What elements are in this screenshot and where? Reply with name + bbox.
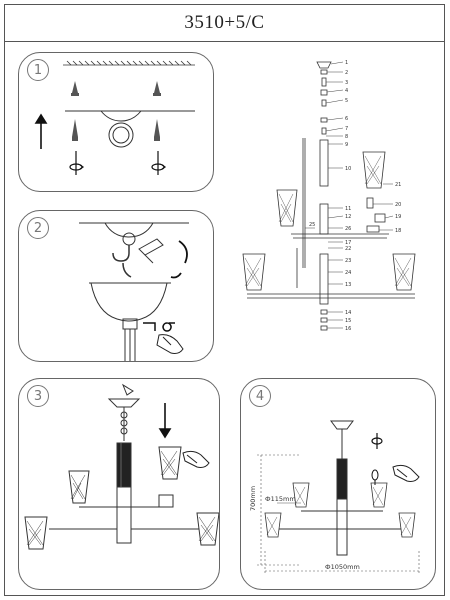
screw-right <box>154 119 160 141</box>
title-bar: 3510+5/C <box>4 4 445 42</box>
up-arrow-icon <box>34 113 48 149</box>
part-number: 17 <box>345 240 351 246</box>
gloved-hand-icon <box>392 464 420 482</box>
shade-lower-right <box>196 512 219 546</box>
shade-lower-left <box>242 253 266 291</box>
exploded-parts-diagram: 1 2 3 4 5 6 7 8 9 10 11 12 13 14 15 16 1… <box>225 48 445 360</box>
shade-upper-left <box>276 189 298 227</box>
step-4-number: 4 <box>249 385 271 407</box>
mounting-plate <box>65 110 195 148</box>
step-3-drawing <box>24 383 219 550</box>
part-number: 1 <box>345 60 348 66</box>
shade-upper-right <box>370 482 388 508</box>
screw-turn-icon-2 <box>151 151 167 175</box>
shade-top-right <box>362 151 386 189</box>
step-3-panel: 3 <box>18 378 220 590</box>
part-number: 21 <box>395 182 401 188</box>
down-arrow-icon <box>158 403 172 439</box>
gloved-hand-icon <box>121 383 134 396</box>
diameter-dimension-line <box>264 551 420 575</box>
part-number: 12 <box>345 214 351 220</box>
part-number: 4 <box>345 88 348 94</box>
lamp-holder-parts <box>366 197 386 233</box>
part-number: 11 <box>345 206 351 212</box>
leader-lines <box>305 61 394 329</box>
central-column <box>116 442 132 544</box>
diameter-dimension: Ф1050mm <box>325 563 360 571</box>
part-number: 13 <box>345 282 351 288</box>
ceiling-hatch <box>63 60 195 66</box>
central-column <box>336 458 348 556</box>
lamp-holder-center-right <box>158 494 174 508</box>
model-title: 3510+5/C <box>184 11 265 33</box>
part-number: 10 <box>345 166 351 172</box>
ceiling-anchor-left <box>71 81 79 96</box>
diagram-frame <box>4 4 445 596</box>
ceiling-canopy <box>79 222 189 246</box>
part-number: 18 <box>395 228 401 234</box>
ceiling-anchor-right <box>153 81 161 96</box>
hex-key-icon <box>143 322 175 332</box>
small-diameter-dimension: Ф115mm <box>265 495 296 503</box>
canopy-and-chain <box>107 398 141 441</box>
step-2-number: 2 <box>27 217 49 239</box>
shade-lower-right <box>398 512 416 538</box>
canopy <box>330 420 354 459</box>
bowl-canopy <box>89 282 171 361</box>
part-number: 22 <box>345 246 351 252</box>
shade-upper-left <box>292 482 310 508</box>
shade-upper-left <box>68 470 90 504</box>
wire-connector <box>138 238 164 264</box>
part-number-labels: 1 2 3 4 5 6 7 8 9 10 11 12 13 14 15 16 1… <box>309 60 401 332</box>
part-number: 3 <box>345 80 348 86</box>
exploded-parts-drawing: 1 2 3 4 5 6 7 8 9 10 11 12 13 14 15 16 1… <box>242 60 416 332</box>
gloved-hand-icon <box>156 334 184 354</box>
part-number: 5 <box>345 98 348 104</box>
shade-lower-left <box>264 512 282 538</box>
bulb-icon <box>371 469 379 485</box>
part-number: 23 <box>345 258 351 264</box>
part-number: 7 <box>345 126 348 132</box>
chandelier-arms <box>271 510 413 530</box>
step-3-number: 3 <box>27 385 49 407</box>
height-dimension: 700mm <box>249 486 257 511</box>
part-number: 14 <box>345 310 351 316</box>
step-4-drawing: 700mm Ф115mm Ф1050mm <box>249 420 420 575</box>
lower-arms <box>247 293 415 299</box>
rotate-arrow-icon <box>170 240 188 279</box>
side-rods <box>296 138 306 288</box>
upper-arms <box>291 233 389 239</box>
part-number: 24 <box>345 270 351 276</box>
step-1-number: 1 <box>27 59 49 81</box>
screw-turn-icon <box>371 433 383 449</box>
screw-turn-icon <box>69 151 85 175</box>
part-number: 2 <box>345 70 348 76</box>
hook <box>112 245 132 278</box>
part-number: 25 <box>309 222 315 228</box>
part-number: 9 <box>345 142 348 148</box>
shade-lower-right <box>392 253 416 291</box>
gloved-hand-icon-2 <box>182 450 210 468</box>
part-number: 20 <box>395 202 401 208</box>
step-1-drawing <box>34 60 195 175</box>
central-stack <box>316 61 332 331</box>
part-number: 8 <box>345 134 348 140</box>
chandelier-arms <box>49 506 203 530</box>
screw-left <box>72 119 78 141</box>
part-number: 26 <box>345 226 351 232</box>
step-4-panel: 4 <box>240 378 436 590</box>
shade-upper-right-installing <box>158 446 182 480</box>
shade-lower-left <box>24 516 48 550</box>
step-2-drawing <box>79 222 189 361</box>
part-number: 15 <box>345 318 351 324</box>
part-number: 16 <box>345 326 351 332</box>
step-1-panel: 1 <box>18 52 214 192</box>
height-dimension-line <box>257 454 301 566</box>
part-number: 19 <box>395 214 401 220</box>
part-number: 6 <box>345 116 348 122</box>
step-2-panel: 2 <box>18 210 214 362</box>
